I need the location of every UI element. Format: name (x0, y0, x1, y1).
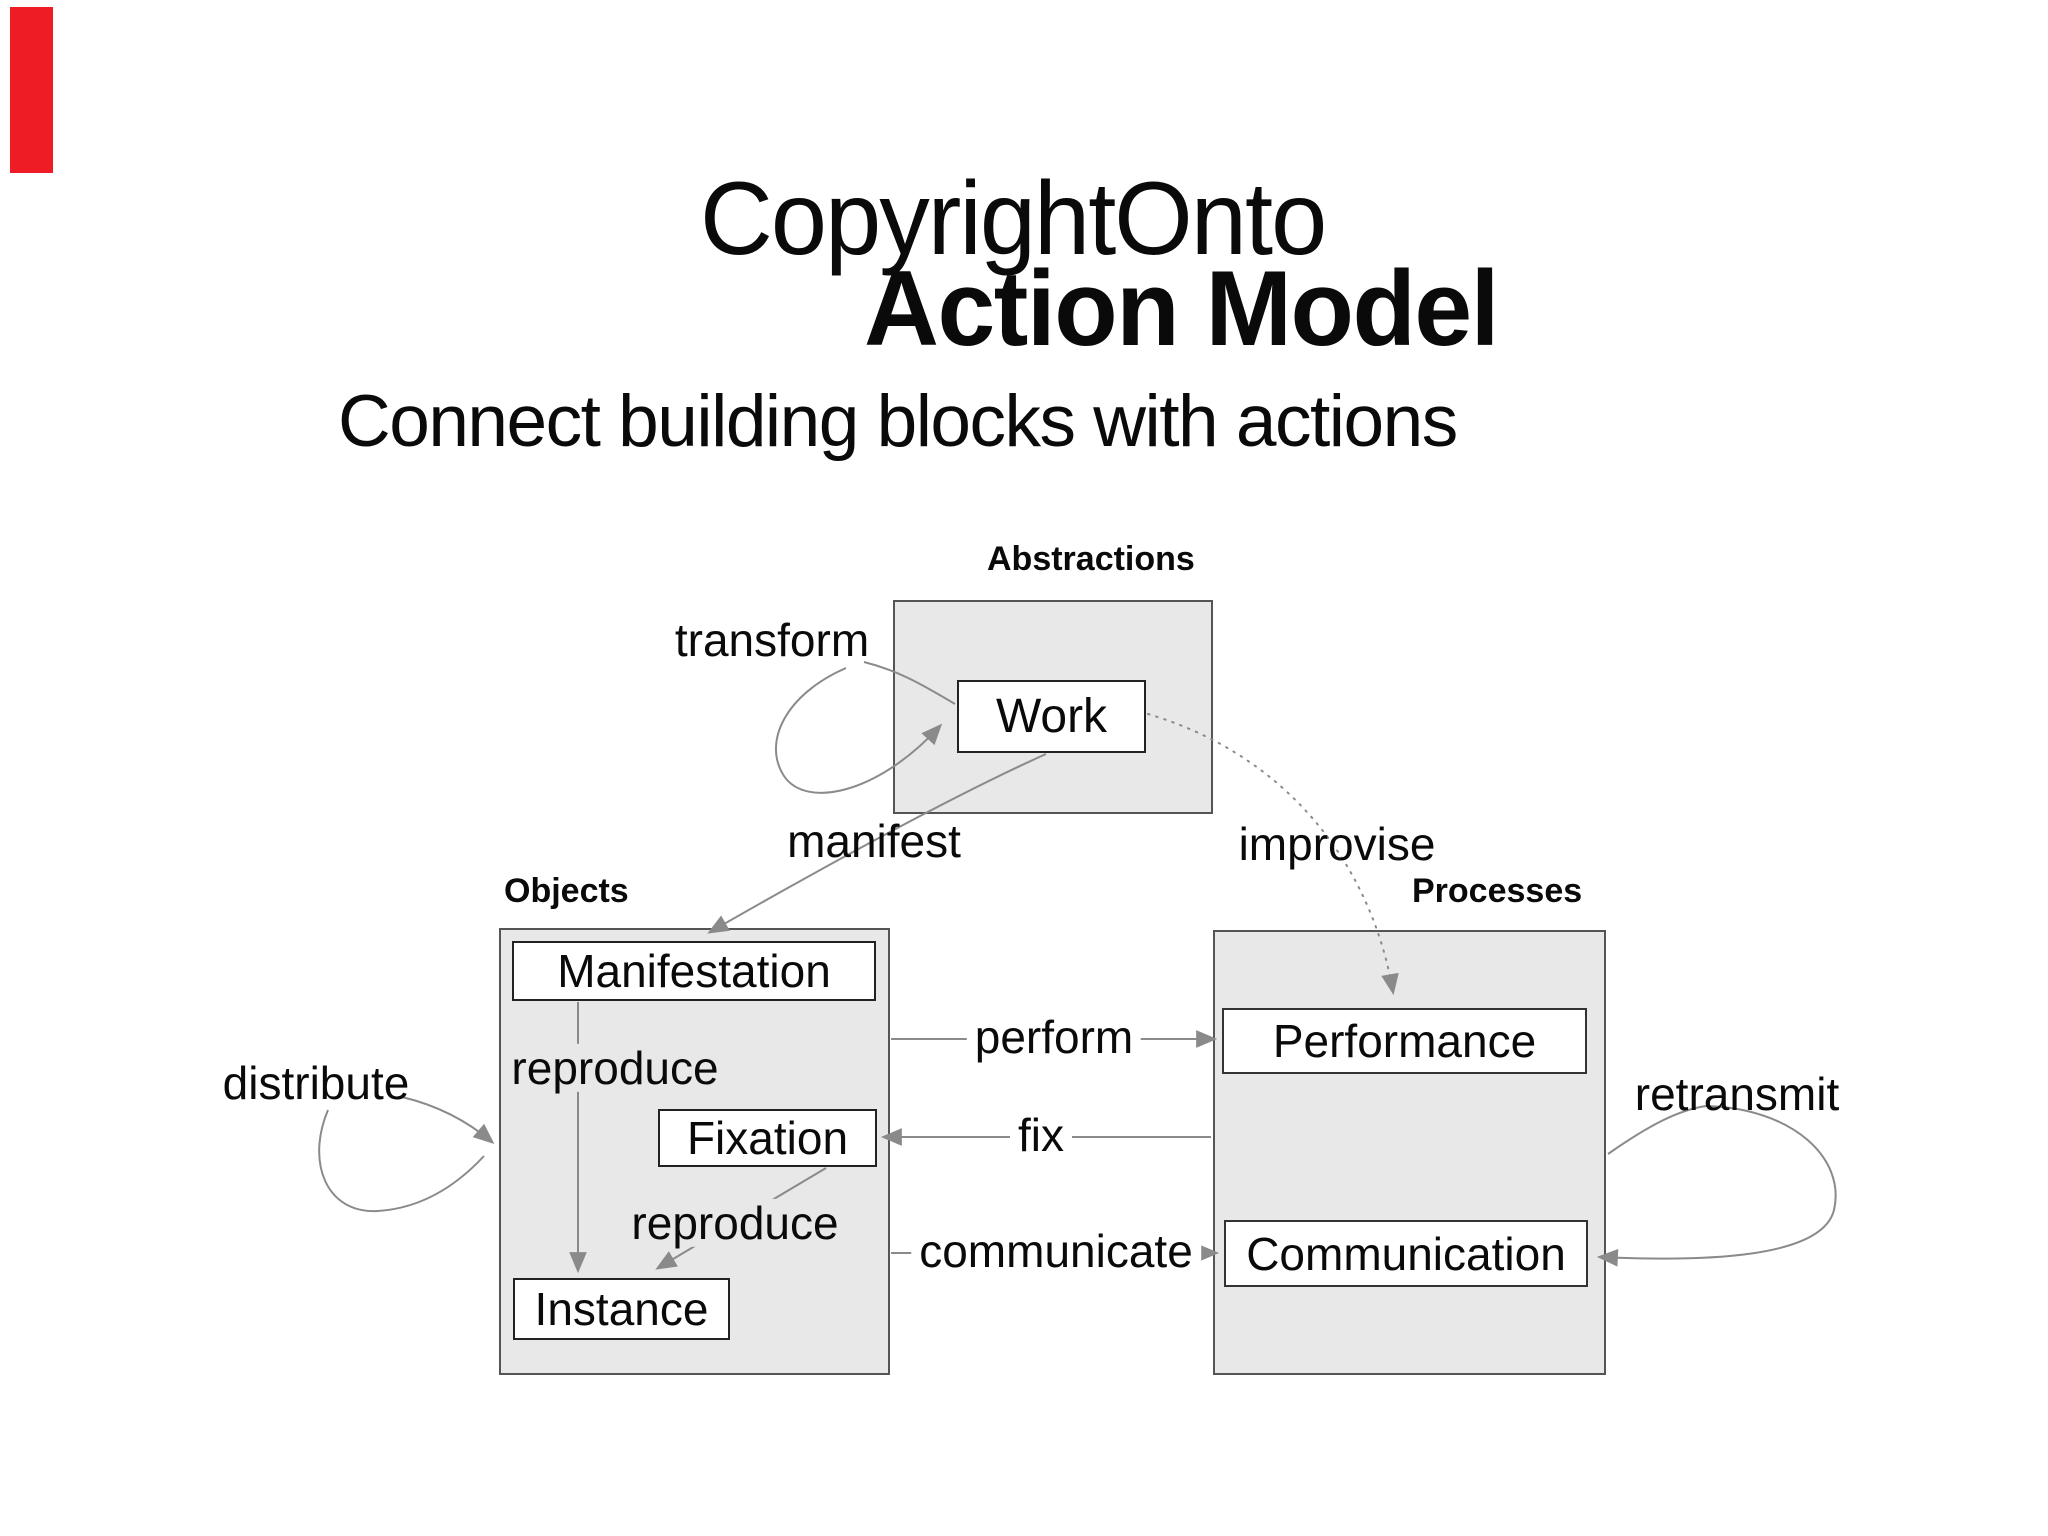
manifestation-node: Manifestation (512, 941, 876, 1001)
edge-label-distribute: distribute (222, 1056, 410, 1109)
edge-label-manifest: manifest (787, 814, 961, 867)
edge-distribute-tail (401, 1096, 495, 1145)
red-accent-bar (10, 7, 53, 173)
instance-node-label: Instance (534, 1283, 709, 1335)
edge-label-perform: perform (966, 1013, 1142, 1061)
edge-improvise-line (1147, 713, 1399, 996)
edge-label-transform: transform (674, 613, 870, 666)
edge-manifest-line (707, 753, 1047, 934)
instance-node: Instance (513, 1278, 730, 1340)
processes-group-box (1213, 930, 1606, 1375)
fixation-node-label: Fixation (686, 1112, 849, 1164)
edge-label-reproduce-manifestation: reproduce (505, 1044, 725, 1092)
performance-node-label: Performance (1272, 1015, 1537, 1067)
slide-subtitle: Connect building blocks with actions (338, 381, 1458, 462)
communication-node-label: Communication (1246, 1227, 1566, 1280)
slide-title-line2: Action Model (864, 248, 1500, 368)
performance-node: Performance (1222, 1008, 1587, 1074)
communication-node: Communication (1224, 1220, 1588, 1287)
processes-group-label: Processes (1412, 872, 1583, 910)
edge-transform-tail (863, 661, 956, 705)
edge-label-retransmit: retransmit (1634, 1067, 1840, 1120)
edge-label-reproduce-fixation: reproduce (625, 1199, 845, 1247)
manifestation-node-label: Manifestation (557, 945, 831, 997)
edge-transform-loop (774, 667, 943, 794)
edge-label-fix: fix (1010, 1111, 1072, 1159)
work-node-label: Work (995, 690, 1108, 743)
slide-title-line1: CopyrightOnto (700, 161, 1327, 277)
fixation-node: Fixation (658, 1109, 877, 1167)
edge-retransmit-tail (1607, 1105, 1707, 1155)
work-node: Work (957, 680, 1146, 753)
objects-group-label: Objects (504, 872, 629, 910)
abstractions-group-label: Abstractions (987, 540, 1195, 578)
edge-distribute-loop (318, 1109, 485, 1213)
edge-label-communicate: communicate (911, 1227, 1201, 1275)
edge-retransmit-loop (1596, 1105, 1837, 1267)
edge-label-improvise: improvise (1238, 817, 1436, 870)
